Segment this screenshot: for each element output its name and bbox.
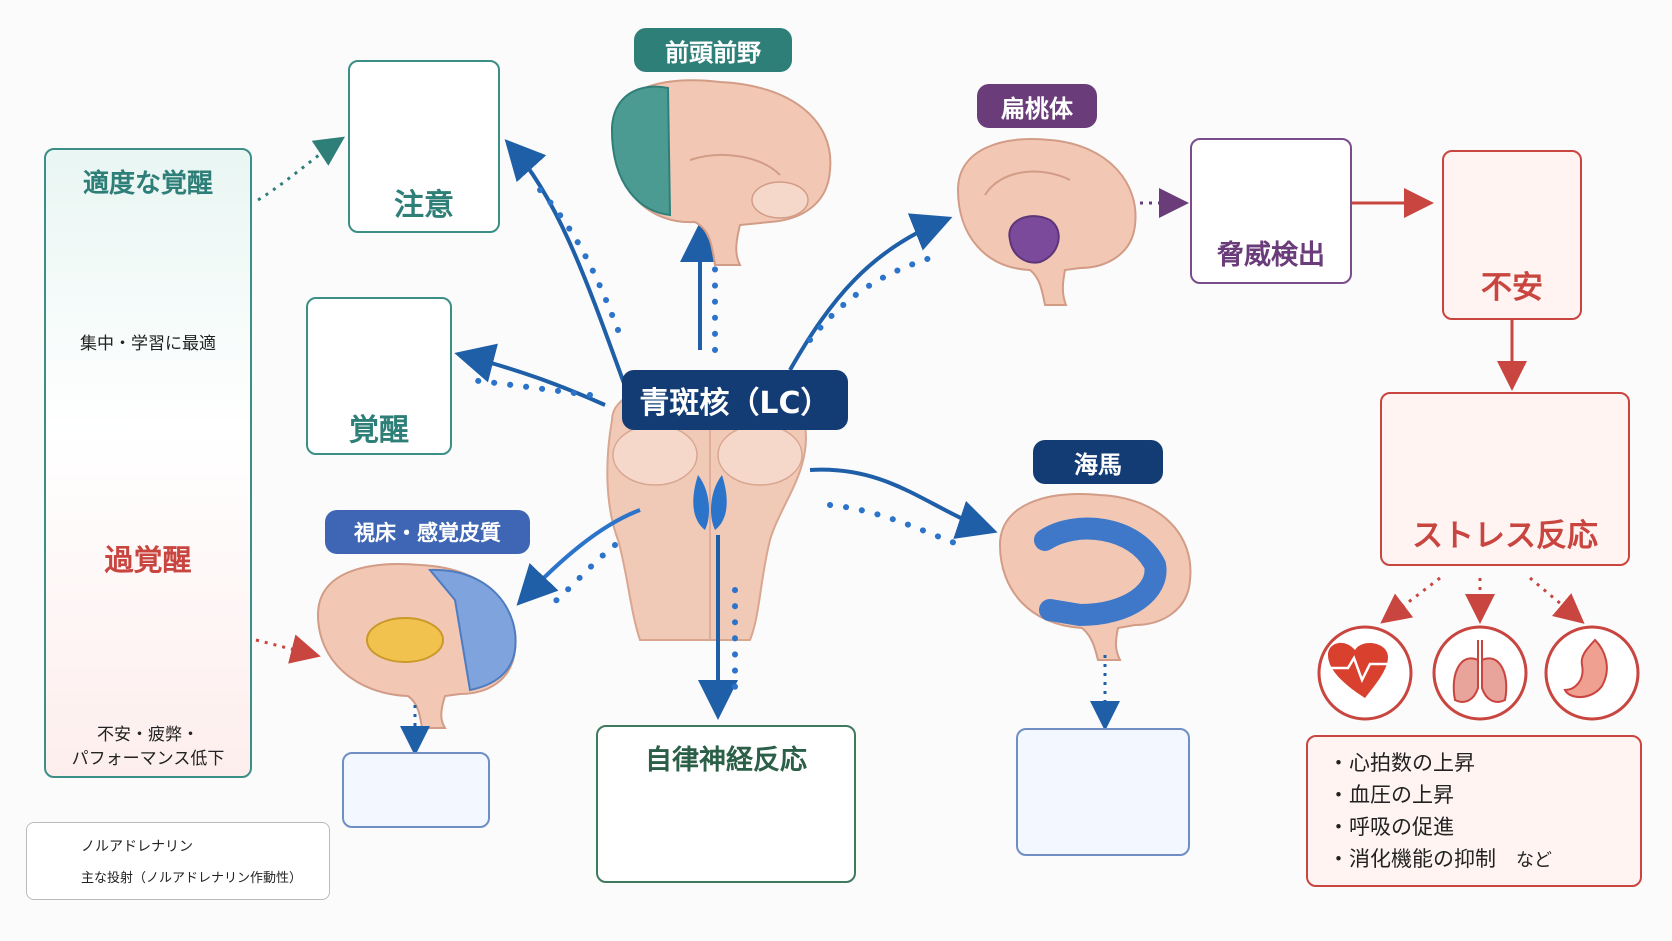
red-solid-arrows — [1352, 188, 1527, 391]
hippocampus-label: 海馬 — [1033, 440, 1163, 484]
legend: ノルアドレナリン 主な投射（ノルアドレナリン作動性） — [26, 822, 330, 900]
anxiety-box: 不安 — [1442, 150, 1582, 320]
stress-effects-suffix: など — [1516, 850, 1552, 871]
arousal-level-panel: 適度な覚醒 集中・学習に最適 過覚醒 不安・疲弊・ パフォーマンス低下 — [44, 148, 252, 778]
legend-projection: 主な投射（ノルアドレナリン作動性） — [81, 870, 303, 886]
thalamus-label: 視床・感覚皮質 — [325, 510, 530, 554]
autonomic-response-box: 自律神経反応 — [596, 725, 856, 883]
hyperarousal-desc-line2: パフォーマンス低下 — [71, 748, 225, 769]
amygdala-label: 扁桃体 — [977, 84, 1097, 128]
amygdala-brain-illustration — [956, 138, 1137, 306]
arousal-box: 覚醒 — [306, 297, 452, 455]
stress-effect-icons — [1317, 625, 1640, 721]
list-item: 心拍数の上昇 — [1328, 747, 1620, 779]
threat-detection-box: 脅威検出 — [1190, 138, 1352, 284]
prefrontal-brain-illustration — [610, 79, 832, 266]
secondary-arrows — [255, 136, 1585, 756]
hippocampus-output-box — [1016, 728, 1190, 856]
prefrontal-label: 前頭前野 — [634, 28, 792, 72]
optimal-arousal-title: 適度な覚醒 — [82, 168, 213, 199]
list-item: 血圧の上昇 — [1328, 779, 1620, 811]
sensory-output-box — [342, 752, 490, 828]
list-item: 呼吸の促進 — [1328, 811, 1620, 843]
threat-detection-label: 脅威検出 — [1217, 239, 1325, 271]
dotted-projections — [467, 187, 963, 693]
hyperarousal-title: 過覚醒 — [104, 543, 192, 577]
hyperarousal-desc-line1: 不安・疲弊・ — [97, 724, 199, 745]
stress-response-label: ストレス反応 — [1412, 517, 1598, 554]
autonomic-response-label: 自律神経反応 — [645, 744, 807, 776]
optimal-arousal-desc: 集中・学習に最適 — [80, 333, 216, 354]
thalamus-brain-illustration — [316, 563, 517, 729]
attention-label: 注意 — [394, 188, 454, 223]
locus-coeruleus-label: 青斑核（LC） — [622, 370, 848, 430]
arousal-label: 覚醒 — [349, 413, 409, 448]
stress-response-box: ストレス反応 — [1380, 392, 1630, 566]
anxiety-label: 不安 — [1481, 269, 1543, 306]
legend-noradrenaline: ノルアドレナリン — [81, 839, 193, 855]
projection-arrows — [454, 139, 998, 720]
attention-box: 注意 — [348, 60, 500, 233]
hippocampus-brain-illustration — [998, 493, 1192, 661]
